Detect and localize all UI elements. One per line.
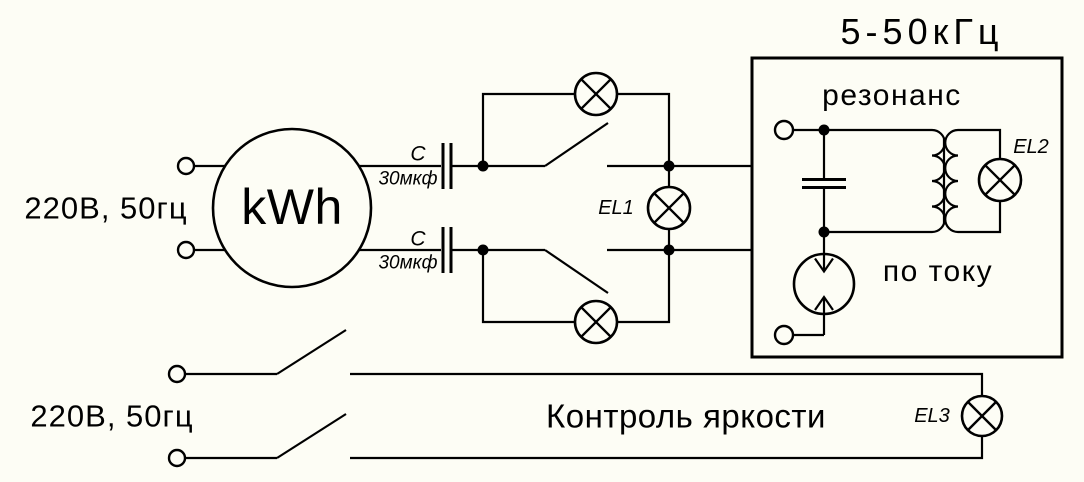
current-source xyxy=(792,232,856,337)
wire-bypass-top-right xyxy=(617,92,671,166)
capacitor-c1 xyxy=(441,143,453,189)
capacitor-c2-designator: C xyxy=(410,227,426,251)
lamp-cross xyxy=(967,401,997,431)
source2-terminal-bottom-icon xyxy=(167,448,187,468)
junction-dot xyxy=(818,124,830,136)
switch-blade-top xyxy=(544,122,609,167)
converter-box-frame xyxy=(750,56,1064,359)
lamp-el2-label: EL2 xyxy=(1013,136,1049,158)
power-input-bottom-label: 220В, 50гц xyxy=(30,398,194,434)
wire-bypass-bottom-right xyxy=(617,250,671,324)
resonance-mode-label: резонанс xyxy=(822,79,962,112)
converter-frequency-label: 5-50кГц xyxy=(840,11,1004,52)
lamp-el2 xyxy=(958,128,1023,234)
capacitor-c2-value: 30мкф xyxy=(378,252,438,274)
wire-bypass-top-left xyxy=(481,92,575,166)
lamp-cross xyxy=(653,192,685,224)
main-circuit xyxy=(176,71,752,345)
junction-dot xyxy=(663,244,675,256)
switch-blade-sw3 xyxy=(276,329,347,375)
junction-dot xyxy=(663,160,675,172)
source2-terminal-top-icon xyxy=(167,364,187,384)
lamp-el1 xyxy=(646,166,692,250)
wire-bypass-bottom-left xyxy=(481,250,575,324)
wire-secondary-top xyxy=(958,128,1002,159)
source-terminal-bottom-icon xyxy=(176,240,196,260)
transformer-primary-coil xyxy=(931,128,946,234)
junction-dot xyxy=(818,226,830,238)
wire-top-to-el3 xyxy=(350,372,984,396)
brightness-control-label: Контроль яркости xyxy=(546,397,826,435)
junction-dot xyxy=(477,160,489,172)
wire-bottom-to-el3 xyxy=(350,436,984,460)
power-input-top-label: 220В, 50гц xyxy=(24,190,188,226)
brightness-control-circuit xyxy=(167,329,1004,468)
lamp-el1-label: EL1 xyxy=(598,197,634,219)
lamp-el3 xyxy=(960,394,1004,438)
bypass-lamp-bottom xyxy=(481,250,671,345)
converter-box xyxy=(750,56,1064,359)
arrow-down-icon xyxy=(814,257,834,274)
lamp-cross xyxy=(580,78,612,110)
junction-dot xyxy=(477,244,489,256)
lamp-cross xyxy=(580,306,612,338)
bypass-lamp-top xyxy=(481,71,671,166)
current-mode-label: по току xyxy=(882,255,994,288)
energy-meter-label: kWh xyxy=(241,179,343,235)
transformer xyxy=(931,128,959,234)
transformer-secondary-coil xyxy=(944,128,959,234)
energy-meter-circle xyxy=(211,127,373,289)
source-terminal-top-icon xyxy=(176,156,196,176)
lamp-cross xyxy=(984,164,1016,196)
wire-secondary-bottom xyxy=(958,201,1002,234)
switch-blade-bottom xyxy=(544,249,609,294)
lamp-el3-label: EL3 xyxy=(914,405,950,427)
switch-blade-sw4 xyxy=(276,413,347,459)
capacitor-c1-value: 30мкф xyxy=(378,168,438,190)
capacitor-c2 xyxy=(441,227,453,273)
box-terminal-top-icon xyxy=(773,119,795,141)
capacitor-c1-designator: C xyxy=(410,142,426,166)
resonant-capacitor xyxy=(802,130,846,232)
box-terminal-bottom-icon xyxy=(773,324,795,346)
